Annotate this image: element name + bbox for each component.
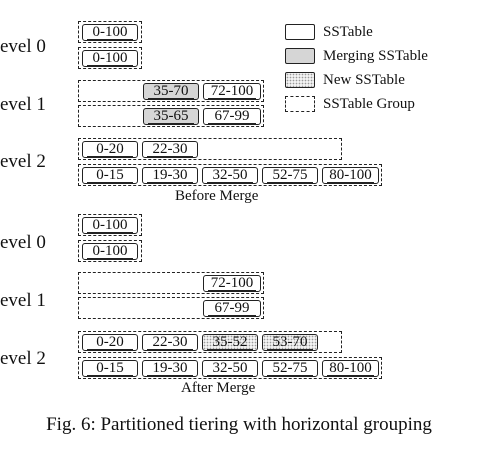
sstable-range: 35-65 (148, 109, 194, 124)
sstable: 19-30 (142, 167, 198, 184)
sstable: 19-30 (142, 360, 198, 377)
sstable-range: 80-100 (327, 361, 374, 376)
sstable-range: 0-100 (87, 244, 133, 259)
new-sstable: 35-52 (202, 334, 258, 351)
after-level-2-label: evel 2 (0, 348, 46, 369)
sstable-range: 0-15 (87, 361, 133, 376)
sstable: 0-15 (82, 167, 138, 184)
sstable-range: 67-99 (208, 109, 256, 124)
sstable-range: 53-70 (267, 335, 313, 350)
legend-merging-label: Merging SSTable (323, 48, 428, 64)
sstable: 0-15 (82, 360, 138, 377)
legend-group-swatch (285, 96, 315, 112)
before-l1-group-2: 35-65 67-99 (78, 105, 264, 127)
sstable-range: 22-30 (147, 335, 193, 350)
before-l2-group-2: 0-15 19-30 32-50 52-75 80-100 (78, 164, 382, 186)
merging-sstable: 35-65 (143, 108, 199, 125)
sstable-range: 0-20 (87, 142, 133, 157)
sstable: 22-30 (142, 334, 198, 351)
after-l1-group-2: 67-99 (78, 297, 264, 319)
before-level-1-label: evel 1 (0, 94, 46, 115)
sstable: 32-50 (202, 167, 258, 184)
legend-sstable-swatch (285, 24, 315, 40)
sstable-range: 67-99 (208, 301, 256, 316)
before-l2-group-1: 0-20 22-30 (78, 138, 342, 160)
sstable-range: 52-75 (267, 361, 313, 376)
legend-merging-swatch (285, 48, 315, 64)
legend-new-swatch (285, 72, 315, 88)
sstable: 52-75 (262, 167, 318, 184)
sstable: 52-75 (262, 360, 318, 377)
after-l1-group-1: 72-100 (78, 272, 264, 294)
after-l0-group-2: 0-100 (78, 240, 142, 262)
new-sstable: 53-70 (262, 334, 318, 351)
before-level-2-label: evel 2 (0, 151, 46, 172)
before-l0-group-1: 0-100 (78, 21, 142, 43)
sstable-range: 35-70 (148, 84, 194, 99)
sstable-range: 19-30 (147, 361, 193, 376)
after-l2-group-2: 0-15 19-30 32-50 52-75 80-100 (78, 357, 382, 379)
sstable: 0-100 (82, 217, 138, 234)
sstable: 0-100 (82, 243, 138, 260)
sstable-range: 19-30 (147, 168, 193, 183)
sstable: 0-20 (82, 334, 138, 351)
after-l0-group-1: 0-100 (78, 214, 142, 236)
sstable-range: 0-100 (87, 51, 133, 66)
after-l2-group-1: 0-20 22-30 35-52 53-70 (78, 331, 342, 353)
after-level-0-label: evel 0 (0, 232, 46, 253)
sstable-range: 0-100 (87, 218, 133, 233)
sstable-range: 52-75 (267, 168, 313, 183)
sstable-range: 0-15 (87, 168, 133, 183)
sstable: 0-20 (82, 141, 138, 158)
sstable: 67-99 (203, 108, 261, 125)
before-level-0-label: evel 0 (0, 36, 46, 57)
sstable-range: 35-52 (207, 335, 253, 350)
legend-sstable-label: SSTable (323, 24, 373, 40)
sstable: 72-100 (203, 275, 261, 292)
sstable: 80-100 (322, 167, 379, 184)
sstable-range: 0-20 (87, 335, 133, 350)
sstable: 0-100 (82, 24, 138, 41)
sstable-range: 72-100 (208, 276, 256, 291)
sstable: 80-100 (322, 360, 379, 377)
before-l1-group-1: 35-70 72-100 (78, 80, 264, 102)
sstable-range: 22-30 (147, 142, 193, 157)
sstable: 72-100 (203, 83, 261, 100)
sstable-range: 0-100 (87, 25, 133, 40)
sstable-range: 80-100 (327, 168, 374, 183)
sstable: 0-100 (82, 50, 138, 67)
legend-group-label: SSTable Group (323, 96, 415, 112)
after-merge-caption: After Merge (181, 380, 256, 396)
before-merge-caption: Before Merge (175, 188, 259, 204)
sstable-range: 72-100 (208, 84, 256, 99)
sstable: 32-50 (202, 360, 258, 377)
sstable-range: 32-50 (207, 168, 253, 183)
legend-new-label: New SSTable (323, 72, 405, 88)
after-level-1-label: evel 1 (0, 290, 46, 311)
merging-sstable: 35-70 (143, 83, 199, 100)
figure-caption: Fig. 6: Partitioned tiering with horizon… (46, 414, 432, 435)
sstable: 67-99 (203, 300, 261, 317)
sstable-range: 32-50 (207, 361, 253, 376)
sstable: 22-30 (142, 141, 198, 158)
before-l0-group-2: 0-100 (78, 47, 142, 69)
